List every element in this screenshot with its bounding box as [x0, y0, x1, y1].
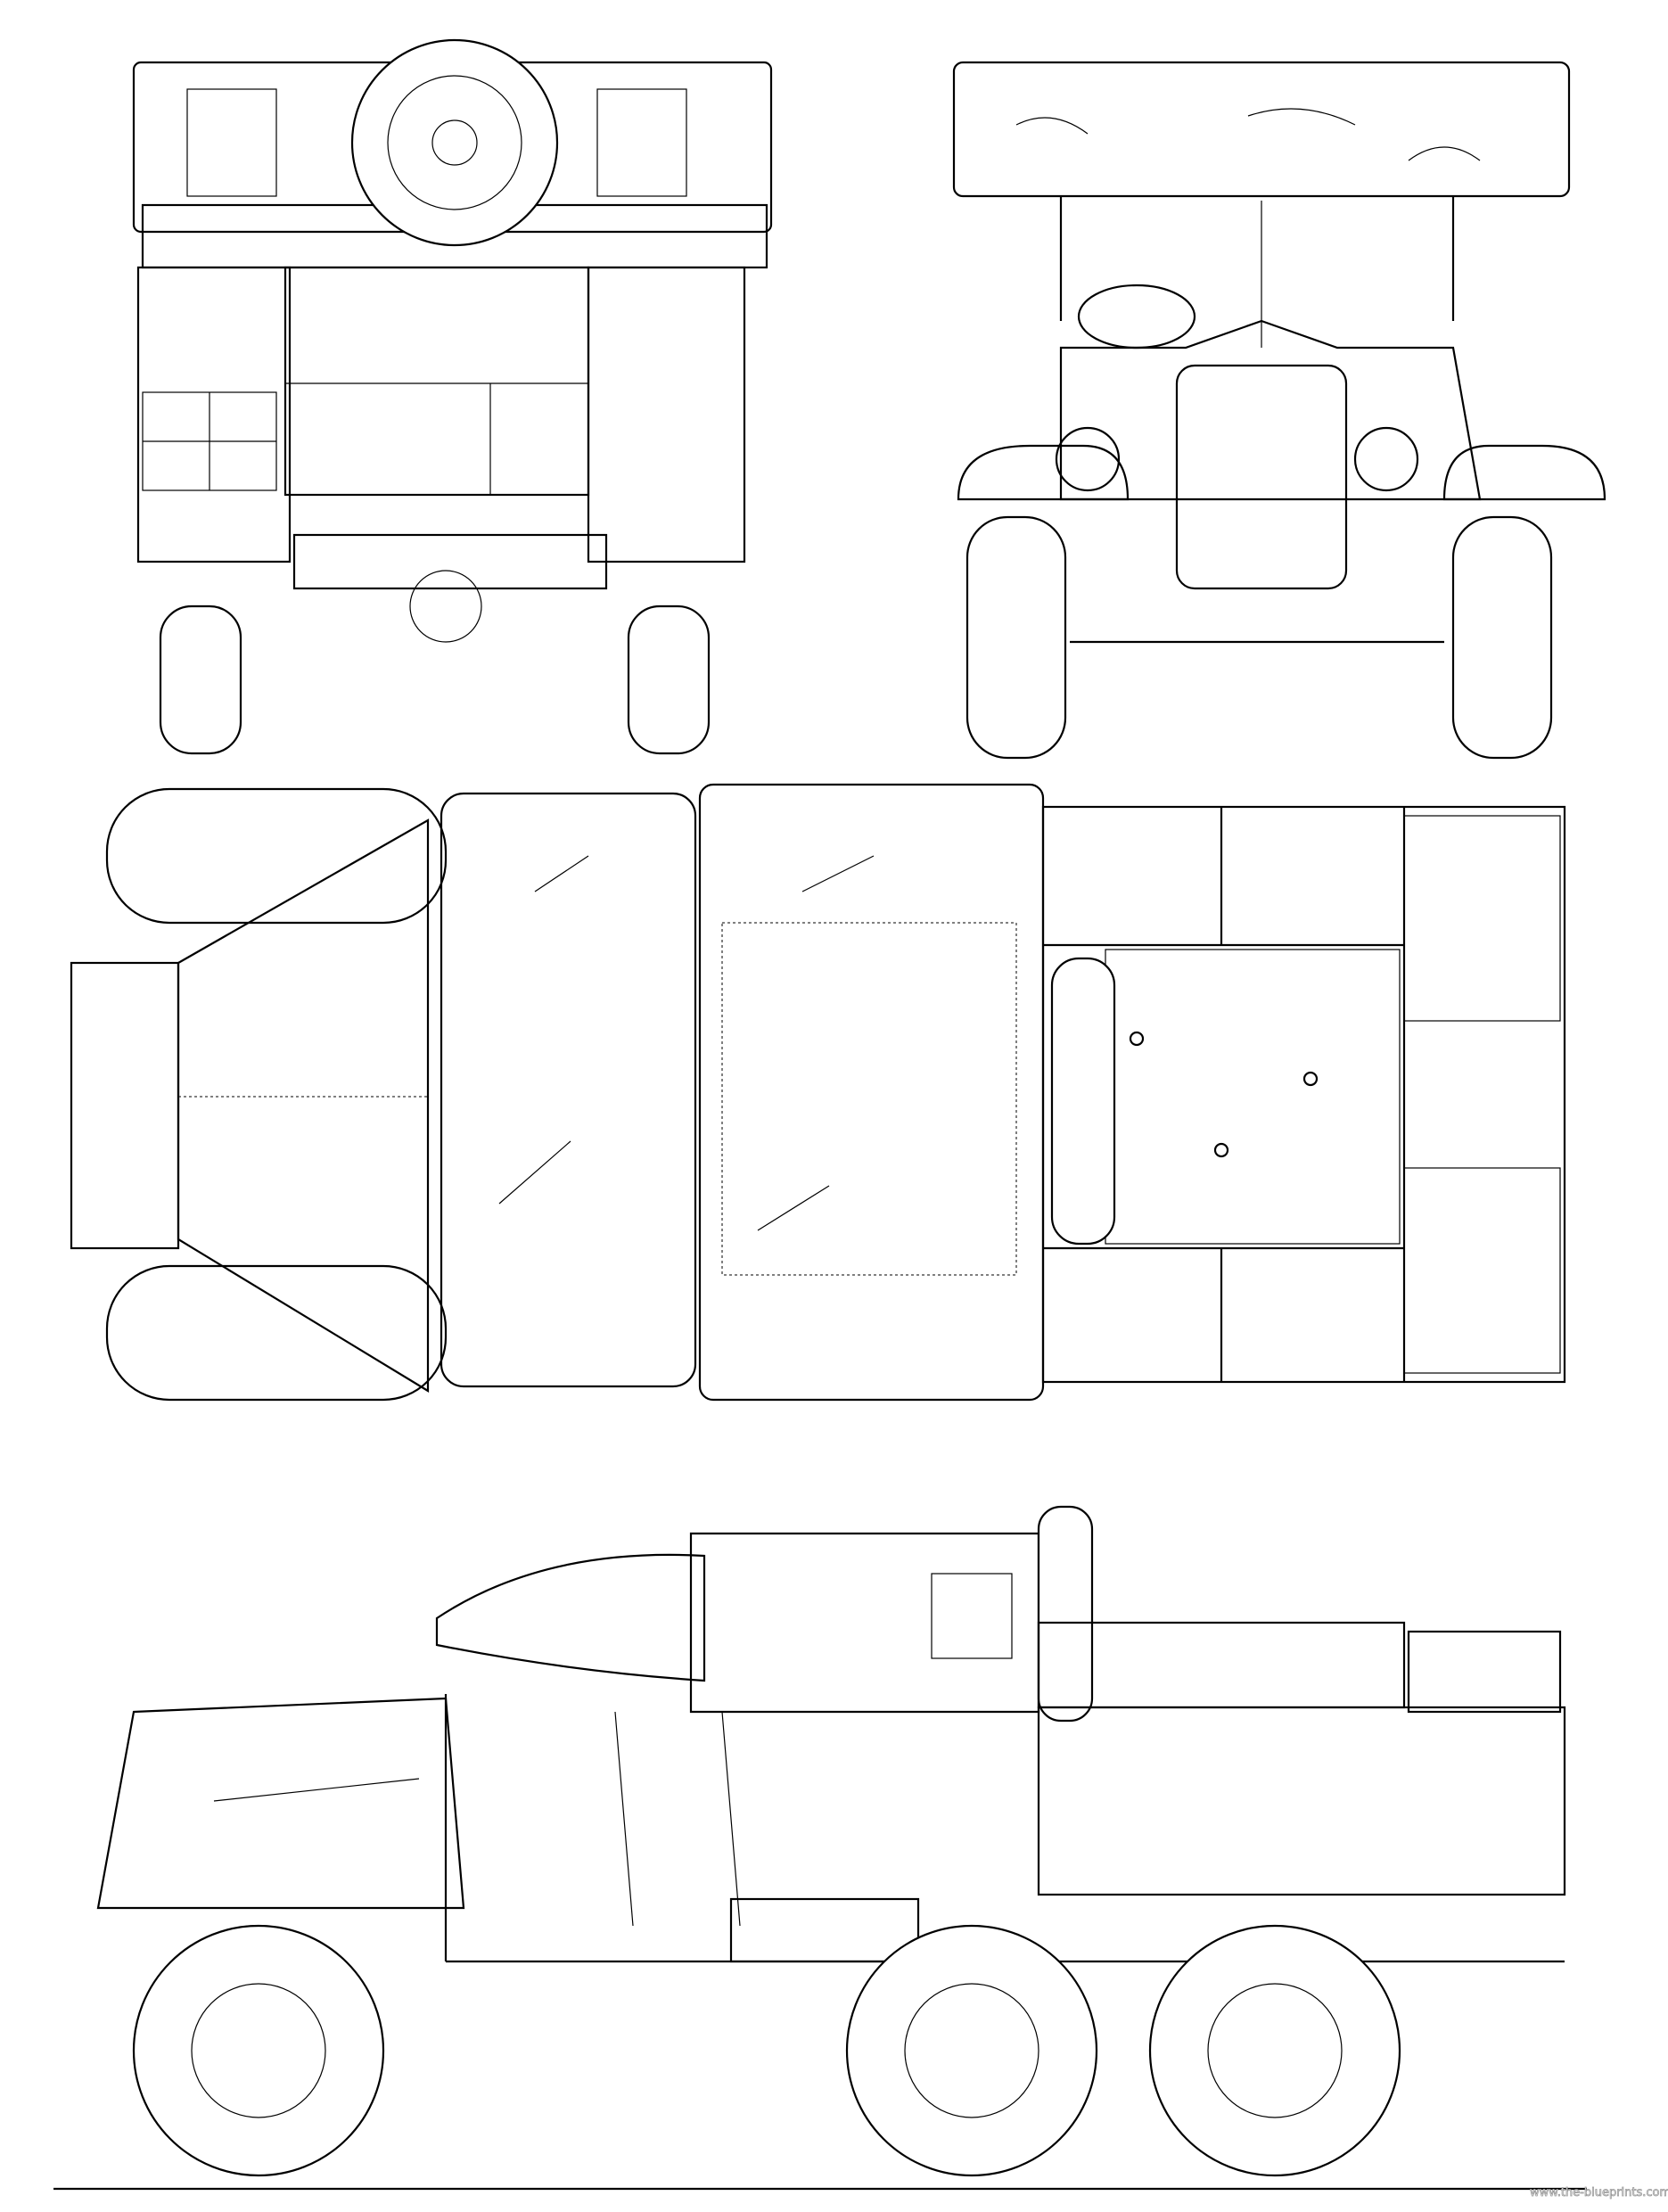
top-view [70, 783, 1566, 1402]
side-view [53, 1505, 1587, 2191]
front-view [952, 61, 1606, 760]
watermark: www.the-blueprints.com [1530, 2186, 1668, 2200]
rear-view [132, 38, 773, 755]
